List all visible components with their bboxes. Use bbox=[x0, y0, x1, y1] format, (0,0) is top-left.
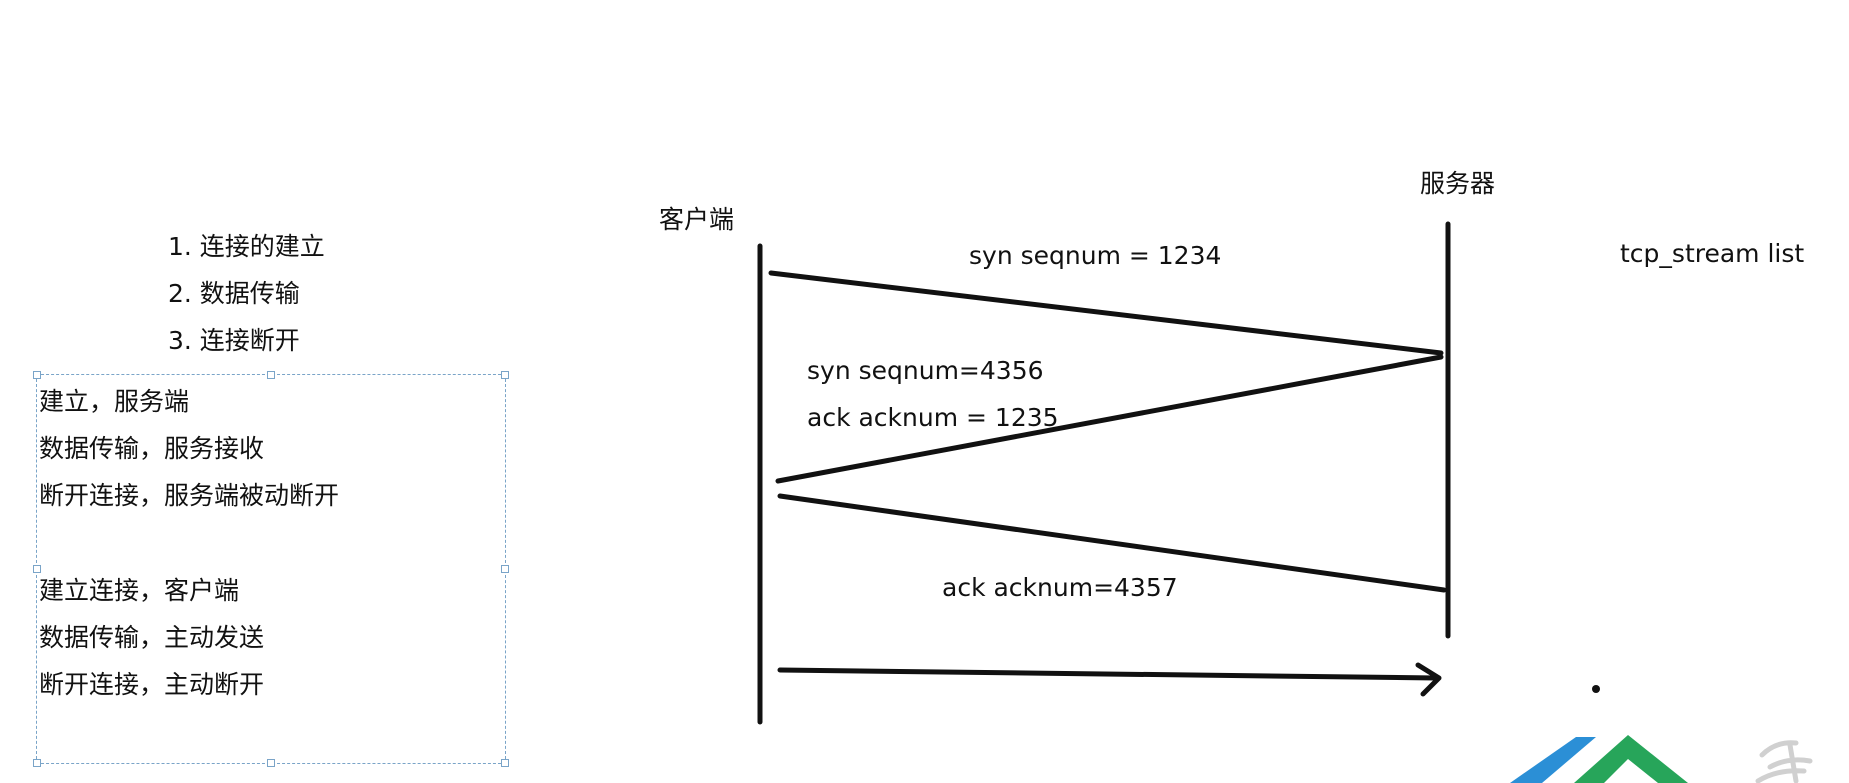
server-label: 服务器 bbox=[1420, 169, 1496, 198]
step-list: 1. 连接的建立 2. 数据传输 3. 连接断开 bbox=[168, 232, 325, 373]
server-note-line: 建立，服务端 bbox=[39, 387, 190, 416]
resize-handle-bottom[interactable] bbox=[267, 759, 275, 767]
server-note-line: 数据传输，服务接收 bbox=[39, 434, 265, 463]
step-item: 1. 连接的建立 bbox=[168, 232, 325, 261]
message-label: ack acknum=4357 bbox=[942, 573, 1178, 602]
notes-textbox[interactable]: 建立，服务端 数据传输，服务接收 断开连接，服务端被动断开 建立连接，客户端 数… bbox=[33, 371, 509, 767]
client-note-line: 建立连接，客户端 bbox=[39, 576, 240, 605]
data-arrow-head bbox=[1415, 662, 1442, 697]
step-item: 2. 数据传输 bbox=[168, 279, 300, 308]
message-arrow-syn-ack bbox=[775, 354, 1444, 484]
resize-handle-bottom-left[interactable] bbox=[33, 759, 41, 767]
message-arrow-syn bbox=[768, 270, 1444, 356]
step-item: 3. 连接断开 bbox=[168, 326, 300, 355]
resize-handle-bottom-right[interactable] bbox=[501, 759, 509, 767]
resize-handle-top[interactable] bbox=[267, 371, 275, 379]
data-arrow-line bbox=[777, 667, 1439, 681]
resize-handle-right[interactable] bbox=[501, 565, 509, 573]
watermark-logo-icon bbox=[1510, 735, 1813, 783]
server-note-line: 断开连接，服务端被动断开 bbox=[39, 481, 340, 510]
message-label: ack acknum = 1235 bbox=[807, 403, 1059, 432]
client-label: 客户端 bbox=[659, 205, 735, 234]
resize-handle-top-right[interactable] bbox=[501, 371, 509, 379]
resize-handle-top-left[interactable] bbox=[33, 371, 41, 379]
stray-dot bbox=[1592, 685, 1600, 693]
resize-handle-left[interactable] bbox=[33, 565, 41, 573]
message-label: syn seqnum = 1234 bbox=[969, 241, 1222, 270]
client-note-line: 断开连接，主动断开 bbox=[39, 670, 265, 699]
side-note: tcp_stream list bbox=[1620, 239, 1805, 268]
message-label: syn seqnum=4356 bbox=[807, 356, 1044, 385]
client-note-line: 数据传输，主动发送 bbox=[39, 623, 265, 652]
message-arrow-ack bbox=[777, 493, 1447, 593]
